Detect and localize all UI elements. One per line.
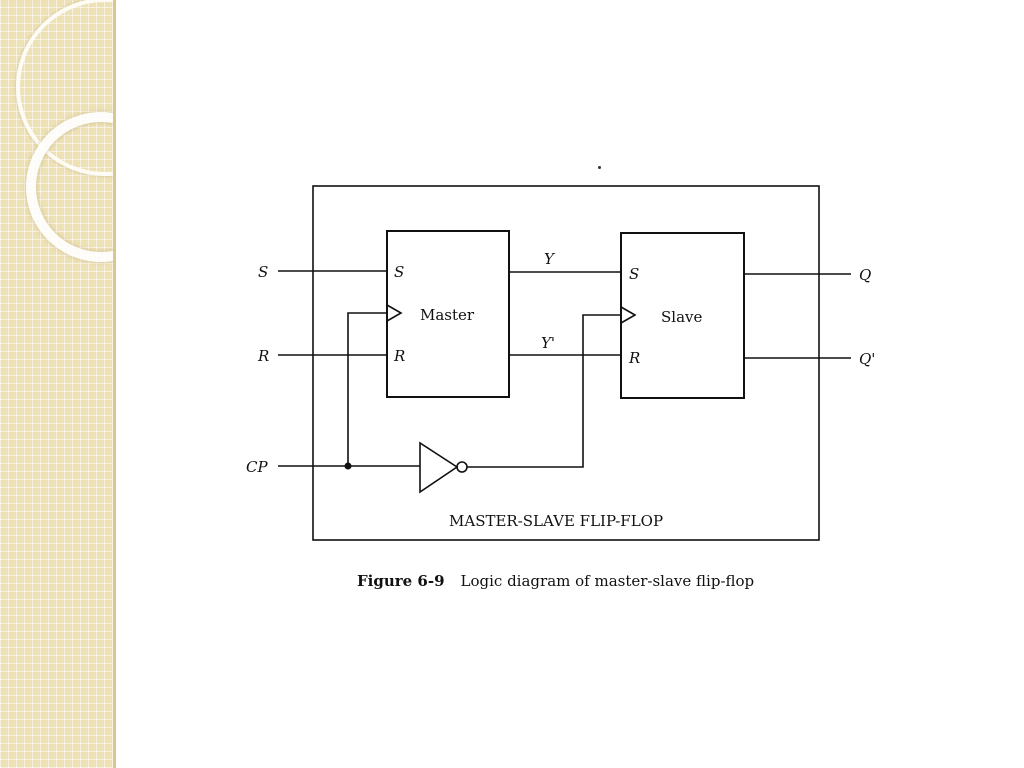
side-panel-edge	[113, 0, 116, 768]
figure-caption-text: Logic diagram of master-slave flip-flop	[460, 572, 755, 590]
master-clock-triangle	[386, 304, 403, 322]
q-prime-output-label: Q'	[859, 350, 875, 368]
master-r-label: R	[393, 347, 405, 365]
master-label: Master	[420, 306, 475, 324]
diagram-frame	[312, 185, 820, 541]
slave-clock-triangle	[620, 306, 637, 324]
figure-caption: Figure 6-9 Logic diagram of master-slave …	[357, 572, 754, 590]
master-s-label: S	[394, 263, 404, 281]
r-input-label: R	[257, 347, 269, 365]
decorative-side-panel	[0, 0, 113, 768]
inverter-bubble	[456, 461, 468, 473]
master-block	[386, 230, 510, 398]
stray-dot	[598, 166, 601, 169]
y-prime-signal-label: Y'	[541, 334, 555, 352]
inverter-gate	[419, 441, 459, 494]
frame-title: MASTER-SLAVE FLIP-FLOP	[449, 512, 663, 530]
master-clock-wire	[347, 312, 387, 466]
cp-input-label: CP	[246, 458, 268, 476]
figure-number: Figure 6-9	[357, 572, 445, 590]
slave-r-label: R	[628, 349, 640, 367]
slave-label: Slave	[661, 308, 702, 326]
slave-s-label: S	[629, 265, 639, 283]
slave-clock-wire	[467, 314, 621, 468]
y-signal-label: Y	[544, 250, 556, 268]
cp-junction-dot	[344, 462, 352, 470]
s-input-label: S	[258, 263, 268, 281]
q-output-label: Q	[859, 266, 871, 284]
